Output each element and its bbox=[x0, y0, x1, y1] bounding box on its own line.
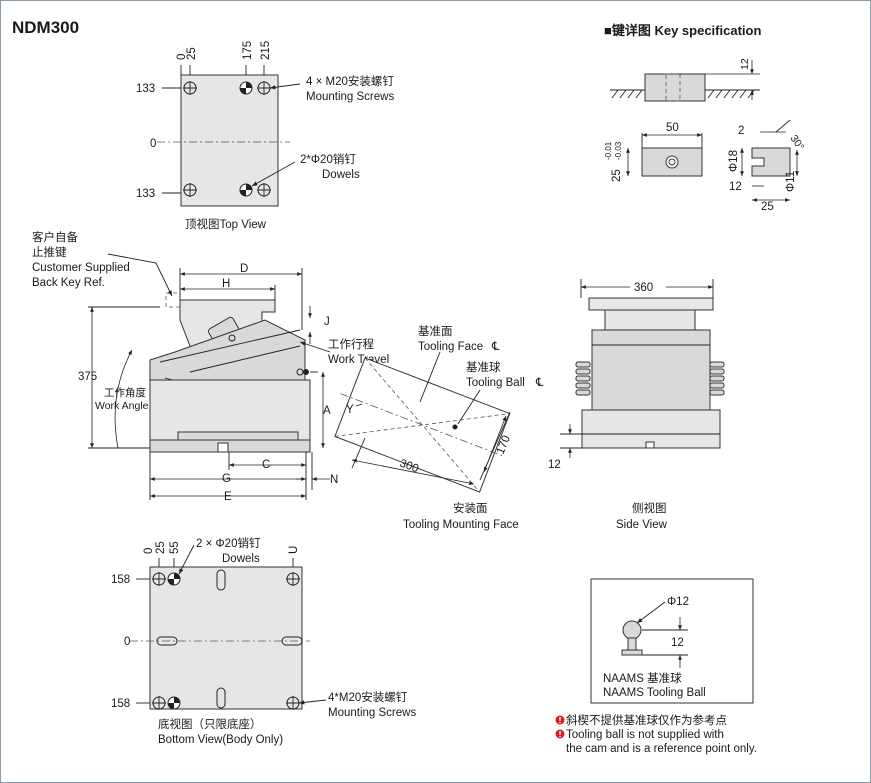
ball-label-cn: 基准球 bbox=[466, 360, 501, 374]
bottom-caption-en: Bottom View(Body Only) bbox=[158, 734, 283, 746]
bottom-caption-cn: 底视图（只限底座） bbox=[158, 717, 262, 731]
key-section bbox=[751, 147, 791, 177]
bottom-x0: 0 bbox=[143, 548, 155, 554]
bottom-y158b: 158 bbox=[111, 698, 130, 710]
dim-G: G bbox=[222, 473, 231, 485]
dim-J: J bbox=[324, 316, 330, 328]
top-dowels-label-cn: 2*Φ20销钉 bbox=[300, 152, 356, 166]
top-view: 0 25 175 215 133 0 133 4 × M20安装螺钉 Mount… bbox=[136, 41, 394, 231]
top-y133a: 133 bbox=[136, 83, 155, 95]
dim-Y: Y bbox=[346, 404, 354, 416]
dim-E: E bbox=[224, 491, 232, 503]
top-y0: 0 bbox=[150, 138, 156, 150]
key-tol-upper: -0.01 bbox=[604, 141, 613, 160]
side-spring-icon bbox=[575, 361, 725, 396]
key-side-block bbox=[644, 73, 706, 102]
bottom-screws-label-en: Mounting Screws bbox=[328, 707, 416, 719]
front-base bbox=[149, 379, 311, 441]
dowel-pin-icon bbox=[167, 572, 181, 710]
top-x25: 25 bbox=[186, 47, 198, 60]
bottom-xU: U bbox=[288, 546, 300, 554]
side-top-plate bbox=[588, 297, 714, 311]
bottom-x55: 55 bbox=[169, 541, 181, 554]
face-caption-cn: 安装面 bbox=[453, 501, 488, 515]
naams-label-en: NAAMS Tooling Ball bbox=[603, 687, 706, 699]
key-specification: ■键详图 Key specification 12 50 25 -0.01 -0… bbox=[604, 23, 806, 213]
top-x215: 215 bbox=[260, 41, 272, 60]
top-dowels-label-en: Dowels bbox=[322, 169, 360, 181]
face-caption-en: Tooling Mounting Face bbox=[403, 519, 519, 531]
front-view: 客户自备 止推键 Customer Supplied Back Key Ref.… bbox=[32, 230, 389, 503]
top-screws-label-en: Mounting Screws bbox=[306, 91, 394, 103]
dowel-pin-icon bbox=[239, 81, 253, 197]
notes: 斜楔不提供基准球仅作为参考点 Tooling ball is not suppl… bbox=[555, 713, 757, 755]
ball-cl-symbol: ℄ bbox=[535, 377, 544, 389]
tooling-ball-icon bbox=[622, 620, 642, 640]
top-view-plate bbox=[180, 74, 279, 207]
backkey-en-1: Customer Supplied bbox=[32, 262, 130, 274]
key-dim-12b: 12 bbox=[729, 181, 742, 193]
face-label-en: Tooling Face bbox=[418, 341, 483, 353]
key-dim-phi18: Φ18 bbox=[728, 150, 740, 172]
dim-N: N bbox=[330, 474, 338, 486]
naams-phi12: Φ12 bbox=[667, 596, 689, 608]
warning-icon bbox=[555, 729, 565, 739]
warning-icon bbox=[555, 715, 565, 725]
note-en-1: Tooling ball is not supplied with bbox=[566, 729, 724, 741]
dim-360: 360 bbox=[634, 282, 653, 294]
key-dim-2: 2 bbox=[738, 125, 744, 137]
tooling-face-view: 基准面 Tooling Face ℄ 基准球 Tooling Ball ℄ Y … bbox=[334, 325, 544, 531]
bottom-dowels-label-en: Dowels bbox=[222, 553, 260, 565]
backkey-en-2: Back Key Ref. bbox=[32, 277, 105, 289]
naams-label-cn: NAAMS 基准球 bbox=[603, 671, 682, 685]
side-slide bbox=[591, 329, 711, 411]
side-caption-en: Side View bbox=[616, 519, 668, 531]
top-x0: 0 bbox=[176, 54, 188, 60]
bottom-y158a: 158 bbox=[111, 574, 130, 586]
work-angle-cn: 工作角度 bbox=[104, 386, 146, 399]
top-screws-label-cn: 4 × M20安装螺钉 bbox=[306, 74, 394, 88]
key-dim-25: 25 bbox=[611, 169, 623, 182]
note-en-2: the cam and is a reference point only. bbox=[566, 743, 757, 755]
key-dim-12: 12 bbox=[739, 58, 751, 70]
backkey-cn-2: 止推键 bbox=[32, 245, 67, 259]
mounting-screw-icon bbox=[152, 572, 300, 710]
bottom-view-plate bbox=[149, 566, 303, 710]
key-dim-50: 50 bbox=[666, 122, 679, 134]
key-spec-heading: ■键详图 Key specification bbox=[604, 23, 761, 38]
face-cl-symbol: ℄ bbox=[491, 341, 500, 353]
note-cn: 斜楔不提供基准球仅作为参考点 bbox=[566, 713, 727, 727]
dim-H: H bbox=[222, 278, 230, 290]
top-x175: 175 bbox=[242, 41, 254, 60]
dim-375: 375 bbox=[78, 371, 97, 383]
face-label-cn: 基准面 bbox=[418, 325, 453, 338]
side-caption-cn: 侧视图 bbox=[632, 501, 667, 515]
dim-A: A bbox=[323, 405, 331, 417]
naams-tooling-ball-box: Φ12 12 NAAMS 基准球 NAAMS Tooling Ball bbox=[590, 578, 754, 704]
naams-dim-12: 12 bbox=[671, 637, 684, 649]
drawing-title: NDM300 bbox=[12, 18, 79, 37]
slot-icon bbox=[156, 569, 303, 709]
side-dim-12: 12 bbox=[548, 459, 561, 471]
top-y133b: 133 bbox=[136, 188, 155, 200]
key-dim-phi11: Φ11 bbox=[785, 171, 797, 192]
bottom-dowels-label-cn: 2 × Φ20销钉 bbox=[196, 536, 261, 550]
work-travel-cn: 工作行程 bbox=[328, 338, 374, 351]
ball-label-en: Tooling Ball bbox=[466, 377, 525, 389]
key-tol-lower: -0.03 bbox=[614, 141, 623, 160]
mounting-screw-icon bbox=[183, 81, 271, 197]
bottom-y0: 0 bbox=[124, 636, 130, 648]
dim-C: C bbox=[262, 459, 270, 471]
bottom-x25: 25 bbox=[155, 541, 167, 554]
key-dim-25b: 25 bbox=[761, 201, 774, 213]
side-view: 360 12 侧视图 Side View bbox=[548, 279, 725, 531]
backkey-cn-1: 客户自备 bbox=[32, 230, 78, 244]
bottom-screws-label-cn: 4*M20安装螺钉 bbox=[328, 690, 408, 704]
top-view-caption: 顶视图Top View bbox=[185, 217, 267, 231]
bottom-view: 0 25 55 U 158 0 158 2 × Φ20销钉 Dowels 4*M… bbox=[111, 536, 416, 746]
work-angle-en: Work Angle bbox=[95, 400, 149, 412]
dim-D: D bbox=[240, 263, 248, 275]
